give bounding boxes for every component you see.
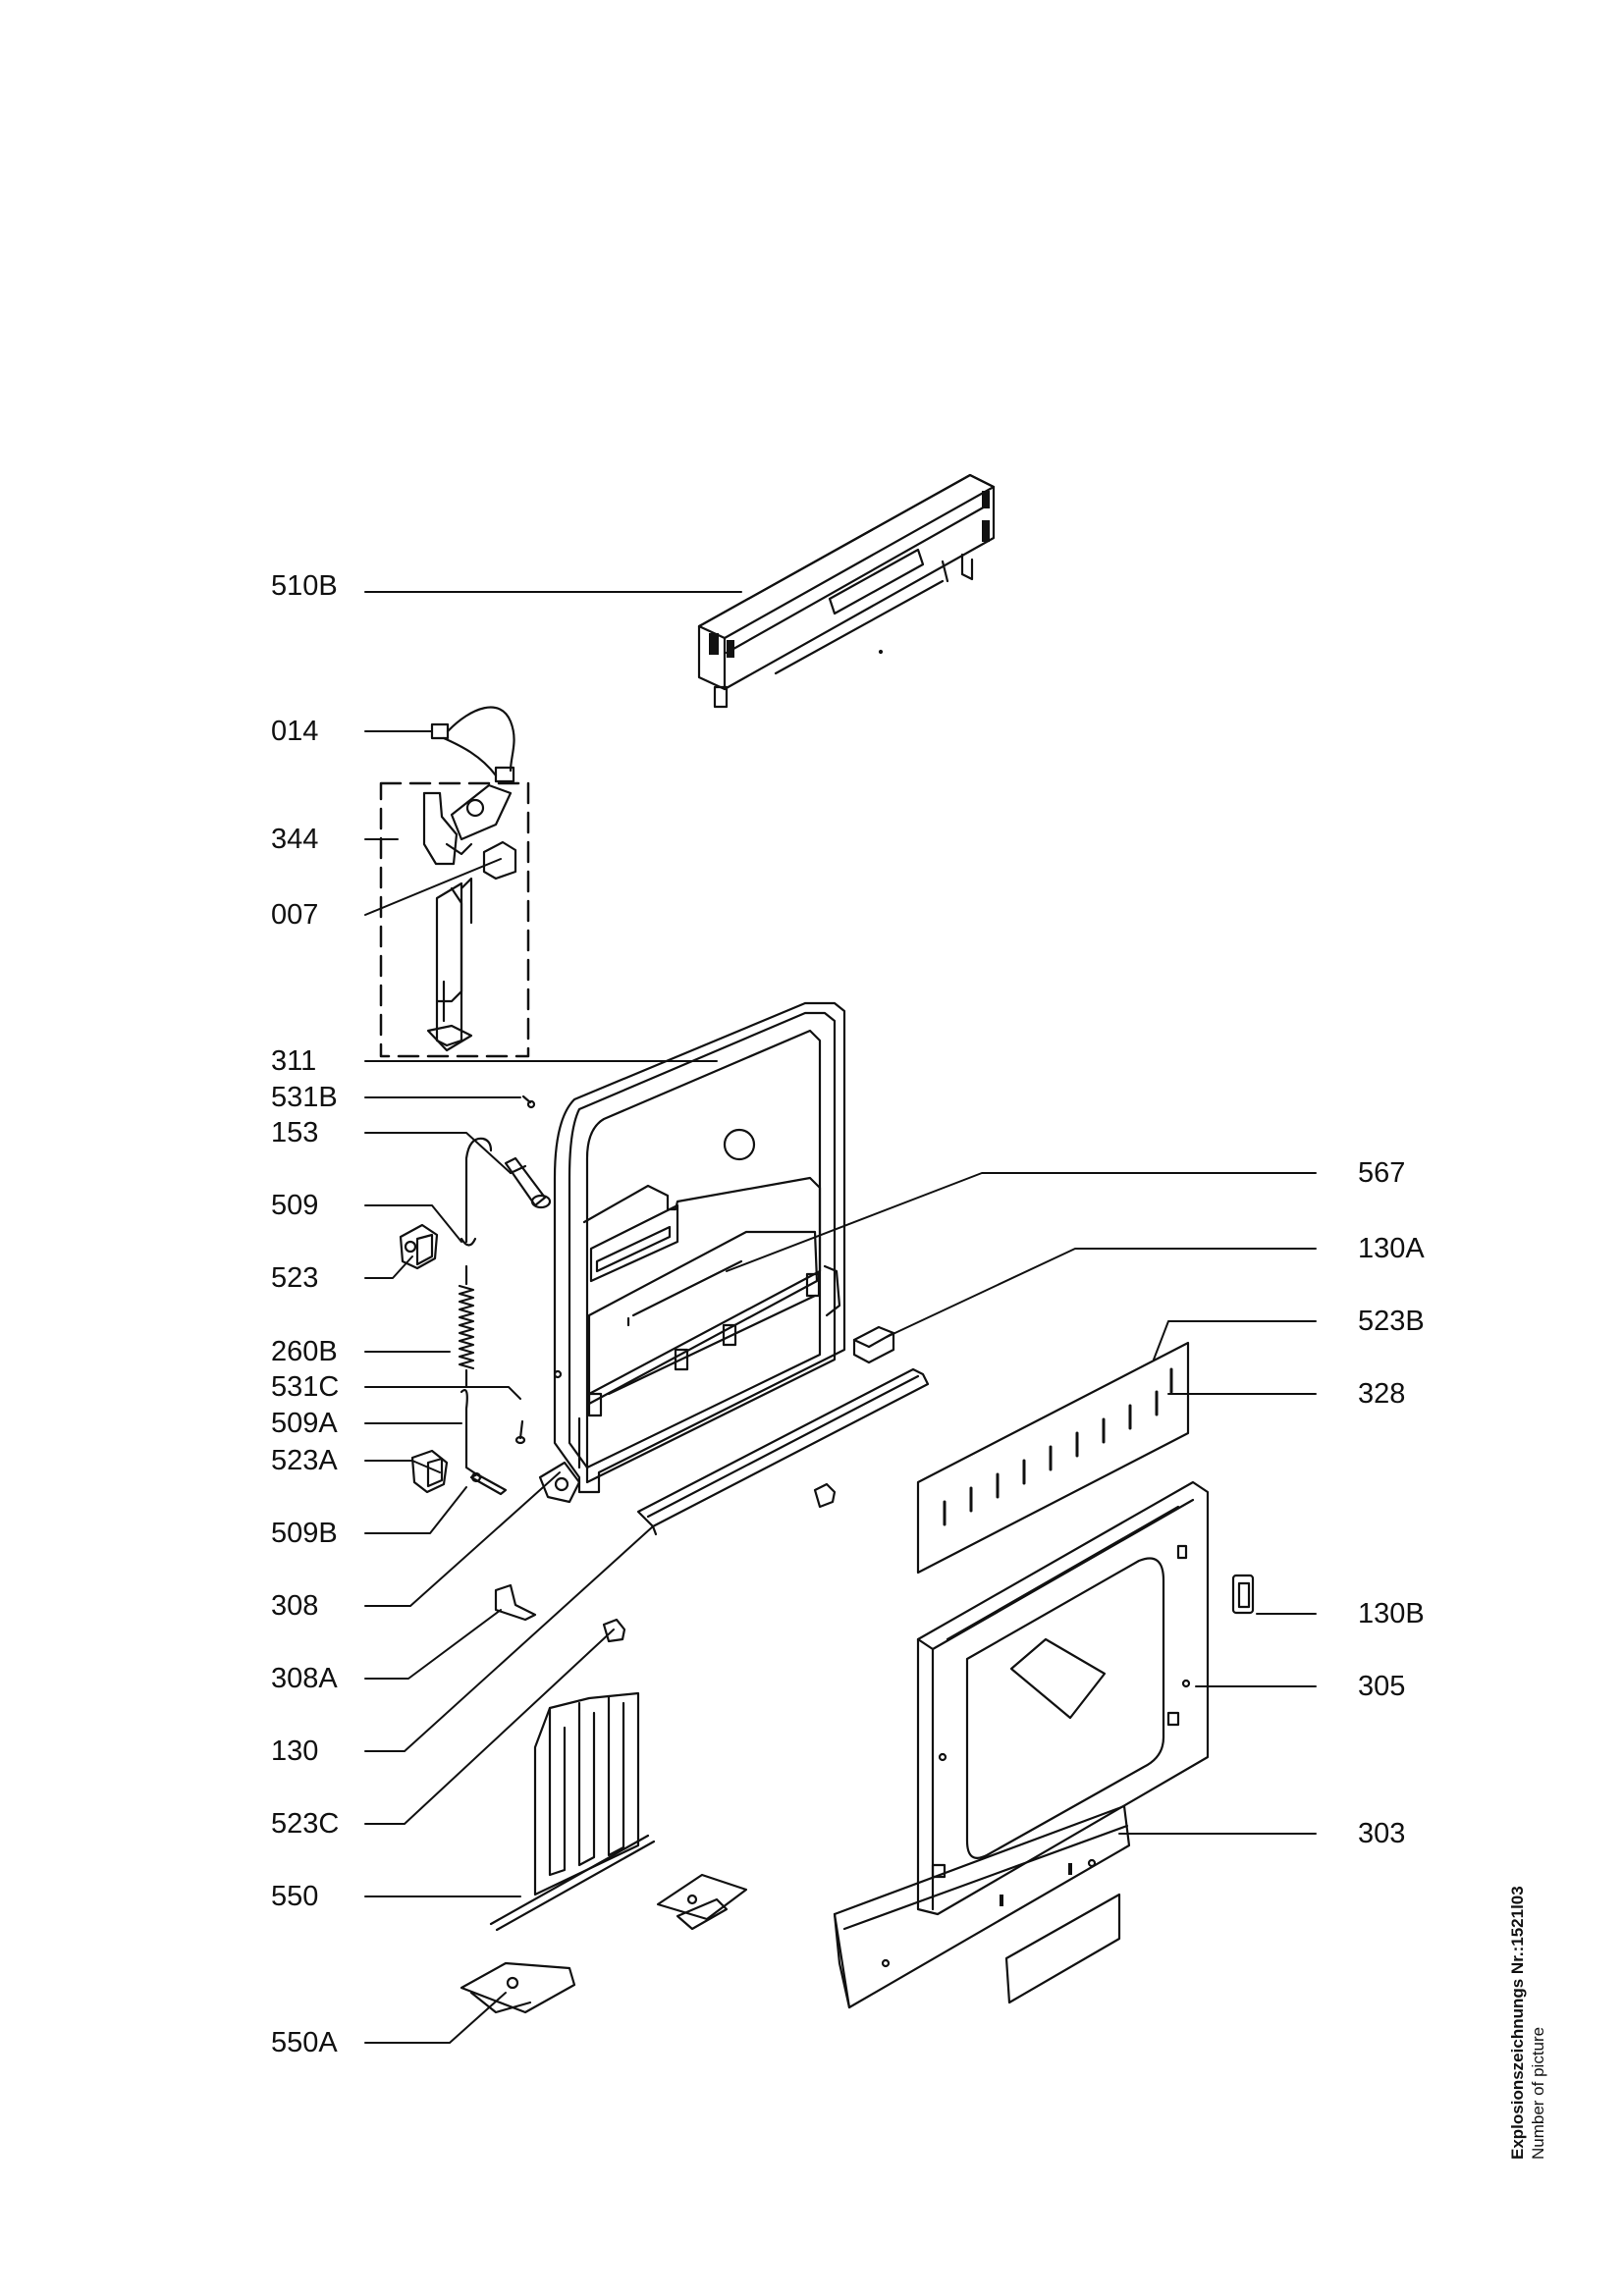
part-label-523B: 523B <box>1358 1306 1425 1337</box>
drawing-reference-caption: Explosionszeichnungs Nr.:1521l03 Number … <box>1507 1886 1548 2160</box>
foot-550-part <box>489 1691 748 1932</box>
part-label-344: 344 <box>271 824 319 855</box>
screw-531c-part <box>514 1419 526 1445</box>
part-label-523C: 523C <box>271 1808 340 1840</box>
outer-door-panel-305-part <box>916 1480 1210 1916</box>
hinge-pin-153-part <box>504 1156 552 1209</box>
bracket-523-part <box>399 1223 439 1270</box>
door-lock-assembly <box>379 781 530 1058</box>
wiring-harness-part <box>430 706 515 783</box>
part-label-014: 014 <box>271 716 319 747</box>
control-panel-part <box>697 473 996 709</box>
drawing-number-title: Explosionszeichnungs Nr.:1521l03 <box>1508 1886 1527 2160</box>
part-label-303: 303 <box>1358 1818 1406 1849</box>
cable-509a-part <box>460 1388 483 1479</box>
part-label-523A: 523A <box>271 1445 338 1476</box>
leader-lines <box>364 591 1317 2044</box>
part-label-550A: 550A <box>271 2027 338 2058</box>
part-label-509A: 509A <box>271 1408 338 1439</box>
spring-260b-part <box>458 1264 475 1388</box>
part-label-550: 550 <box>271 1881 319 1912</box>
part-label-328: 328 <box>1358 1378 1406 1410</box>
part-label-509: 509 <box>271 1190 319 1221</box>
rail-130-part <box>636 1367 930 1536</box>
part-label-523: 523 <box>271 1262 319 1294</box>
bracket-523a-part <box>410 1449 449 1494</box>
part-label-305: 305 <box>1358 1671 1406 1702</box>
part-label-311: 311 <box>271 1045 317 1077</box>
part-label-130A: 130A <box>1358 1233 1425 1264</box>
part-label-153: 153 <box>271 1117 319 1148</box>
part-label-130: 130 <box>271 1735 319 1767</box>
clip-130a-part <box>852 1325 895 1364</box>
part-label-308: 308 <box>271 1590 319 1622</box>
part-label-509B: 509B <box>271 1518 338 1549</box>
clip-130b-part <box>1231 1574 1255 1615</box>
hinge-bracket-308a-part <box>494 1583 537 1622</box>
slotted-plate-328-part <box>916 1341 1190 1575</box>
part-label-567: 567 <box>1358 1157 1406 1189</box>
foot-550a-part <box>460 1961 576 2014</box>
hinge-308-part <box>538 1461 581 1504</box>
clip-523c-part <box>602 1618 626 1643</box>
part-label-260B: 260B <box>271 1336 338 1367</box>
spring-cable-509-part <box>460 1137 493 1247</box>
part-label-531B: 531B <box>271 1082 338 1113</box>
inner-door-frame-part <box>553 1001 846 1494</box>
clip-523b-part <box>813 1482 837 1509</box>
kick-plate-303-part <box>833 1804 1131 2009</box>
screw-531b-part <box>521 1095 536 1109</box>
part-label-007: 007 <box>271 899 319 931</box>
drawing-number-subtitle: Number of picture <box>1529 2026 1547 2160</box>
part-label-130B: 130B <box>1358 1598 1425 1629</box>
rod-509b-part <box>469 1471 508 1496</box>
part-label-308A: 308A <box>271 1663 338 1694</box>
part-label-531C: 531C <box>271 1371 340 1403</box>
part-label-510B: 510B <box>271 570 338 602</box>
